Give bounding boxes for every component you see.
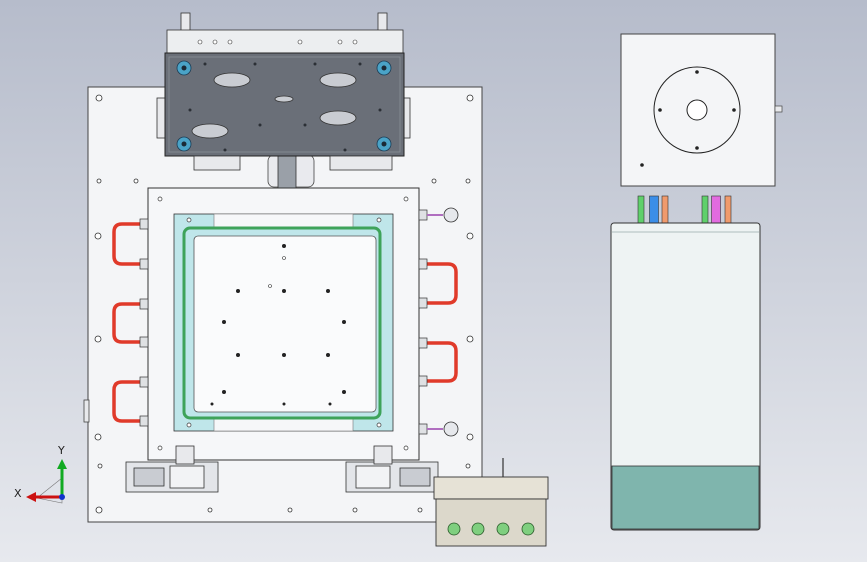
tube-6 bbox=[724, 195, 732, 225]
button-2 bbox=[471, 522, 485, 536]
axis-triad: X Y bbox=[14, 444, 67, 504]
cabinet-base bbox=[611, 465, 760, 530]
gripper-plate bbox=[164, 52, 405, 157]
base-plate-holes bbox=[94, 94, 474, 514]
control-box-body bbox=[435, 498, 547, 547]
top-view-stub bbox=[774, 105, 783, 113]
tube-5 bbox=[711, 195, 721, 225]
green-seal bbox=[182, 226, 382, 420]
inner-plate bbox=[193, 235, 377, 413]
side-gauges bbox=[427, 207, 459, 437]
bottom-clamps bbox=[125, 445, 439, 493]
hose-fittings bbox=[139, 209, 428, 435]
flange-circle bbox=[653, 66, 741, 154]
hose-left-1 bbox=[112, 222, 145, 266]
clamp-block-right bbox=[329, 155, 393, 171]
tube-1 bbox=[637, 195, 645, 225]
top-gripper-assembly bbox=[156, 12, 411, 171]
axis-x-label: X bbox=[14, 487, 22, 500]
control-box-lid bbox=[433, 476, 549, 500]
control-box bbox=[433, 458, 549, 547]
axis-z-dot bbox=[59, 494, 65, 500]
control-buttons bbox=[447, 522, 535, 536]
cabinet-body bbox=[610, 222, 761, 531]
vacuum-cups bbox=[191, 72, 357, 139]
center-bore bbox=[686, 99, 708, 121]
hose-left-2 bbox=[112, 302, 145, 344]
button-1 bbox=[447, 522, 461, 536]
top-view-drawing bbox=[620, 33, 783, 187]
tube-2 bbox=[649, 195, 659, 225]
hose-left-3 bbox=[112, 380, 145, 423]
clamp-block-left bbox=[193, 155, 241, 171]
top-rail bbox=[166, 29, 404, 55]
button-4 bbox=[521, 522, 535, 536]
cooling-hoses bbox=[112, 222, 458, 423]
chamber-assembly bbox=[147, 187, 420, 461]
tube-3 bbox=[661, 195, 669, 225]
hose-right-1 bbox=[423, 262, 458, 305]
hose-right-2 bbox=[423, 341, 458, 383]
side-tab bbox=[83, 399, 90, 423]
inner-plate-holes bbox=[210, 244, 346, 406]
axis-y-label: Y bbox=[57, 444, 65, 457]
tube-4 bbox=[701, 195, 709, 225]
button-3 bbox=[496, 522, 510, 536]
colored-tubes bbox=[637, 195, 732, 225]
tank-cabinet bbox=[610, 195, 761, 531]
